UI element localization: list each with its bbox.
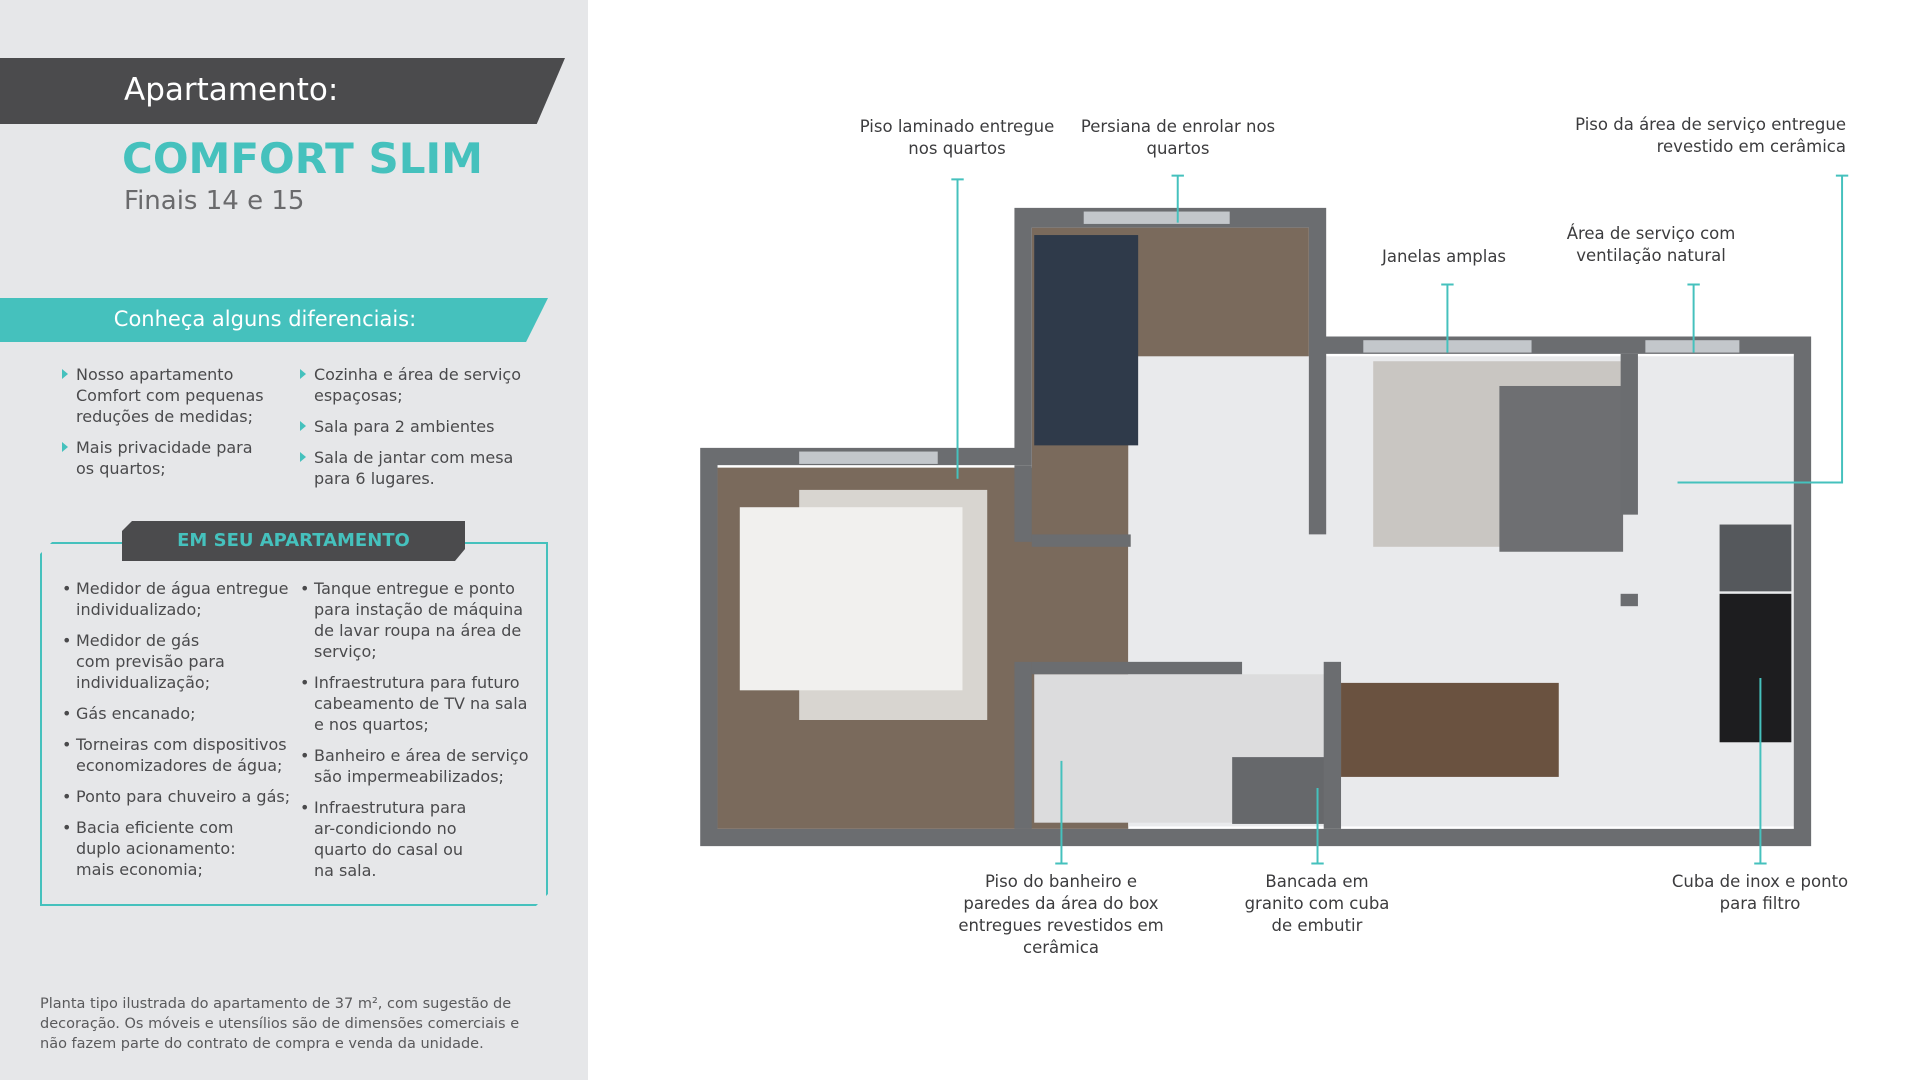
- list-item: Tanque entregue e ponto para instação de…: [300, 578, 535, 662]
- apartment-label: Apartamento:: [124, 72, 339, 108]
- diferenciais-banner: Conheça alguns diferenciais:: [0, 298, 548, 342]
- callout-text: Janelas amplas: [1381, 247, 1507, 266]
- list-item: Medidor de água entregue individualizado…: [62, 578, 297, 620]
- diferenciais-title: Conheça alguns diferenciais:: [113, 307, 417, 331]
- callout-area-servico: Área de serviço com ventilação natural: [1567, 223, 1736, 267]
- callout-text: Persiana de enrolar nos quartos: [1080, 117, 1276, 158]
- callout-piso-servico: Piso da área de serviço entregue revesti…: [1575, 114, 1846, 158]
- sofa: [1499, 385, 1624, 552]
- list-item: Nosso apartamento Comfort com pequenas r…: [62, 364, 272, 427]
- callout-bancada: Bancada em granito com cuba de embutir: [1245, 871, 1390, 937]
- single-bed: [1034, 235, 1139, 446]
- title-banner: [0, 58, 565, 124]
- callout-text: Área de serviço com ventilação natural: [1566, 224, 1736, 265]
- features-list-1: Medidor de água entregue individualizado…: [62, 578, 297, 890]
- granite-counter: [1232, 757, 1327, 824]
- walls: [700, 207, 1812, 847]
- list-item: Gás encanado;: [62, 703, 297, 724]
- kitchen-counter: [1719, 593, 1792, 743]
- list-item: Cozinha e área de serviço espaçosas;: [300, 364, 540, 406]
- apartment-name: COMFORT SLIM: [122, 134, 483, 183]
- diferenciais-list-2: Cozinha e área de serviço espaçosas; Sal…: [300, 364, 540, 499]
- callout-text: Piso laminado entregue nos quartos: [859, 117, 1055, 158]
- callout-piso-banheiro: Piso do banheiro e paredes da área do bo…: [958, 871, 1163, 959]
- callout-persiana: Persiana de enrolar nos quartos: [1081, 116, 1275, 160]
- list-item: Medidor de gás com previsão para individ…: [62, 630, 232, 693]
- callout-cuba: Cuba de inox e ponto para filtro: [1672, 871, 1848, 915]
- list-item: Mais privacidade para os quartos;: [62, 437, 272, 479]
- list-item: Infraestrutura para futuro cabeamento de…: [300, 672, 535, 735]
- list-item: Sala de jantar com mesa para 6 lugares.: [300, 447, 540, 489]
- list-item: Infraestrutura para ar-condiciondo no qu…: [300, 797, 470, 881]
- em-seu-apartamento-title: EM SEU APARTAMENTO: [177, 530, 410, 551]
- callout-text: Piso da área de serviço entregue revesti…: [1575, 115, 1846, 156]
- floors: [717, 227, 1797, 829]
- cooktop: [1719, 524, 1792, 592]
- apartment-subtitle: Finais 14 e 15: [124, 186, 305, 216]
- diferenciais-list-1: Nosso apartamento Comfort com pequenas r…: [62, 364, 272, 489]
- footnote: Planta tipo ilustrada do apartamento de …: [40, 996, 520, 1052]
- callout-text: Bancada em granito com cuba de embutir: [1244, 872, 1390, 935]
- list-item: Ponto para chuveiro a gás;: [62, 786, 297, 807]
- list-item: Bacia eficiente com duplo acionamento: m…: [62, 817, 242, 880]
- double-bed: [739, 507, 963, 691]
- dining-table: [1341, 682, 1559, 777]
- list-item: Torneiras com dispositivos economizadore…: [62, 734, 297, 776]
- list-item: Sala para 2 ambientes: [300, 416, 540, 437]
- features-list-2: Tanque entregue e ponto para instação de…: [300, 578, 535, 891]
- callout-janelas: Janelas amplas: [1382, 246, 1506, 268]
- callout-piso-laminado: Piso laminado entregue nos quartos: [860, 116, 1055, 160]
- callout-text: Piso do banheiro e paredes da área do bo…: [958, 872, 1164, 957]
- callout-lines: [951, 174, 1849, 865]
- info-panel: Apartamento: COMFORT SLIM Finais 14 e 15…: [0, 0, 588, 1080]
- callout-text: Cuba de inox e ponto para filtro: [1671, 872, 1849, 913]
- list-item: Banheiro e área de serviço são impermeab…: [300, 745, 535, 787]
- em-seu-apartamento-tab: EM SEU APARTAMENTO: [122, 521, 465, 561]
